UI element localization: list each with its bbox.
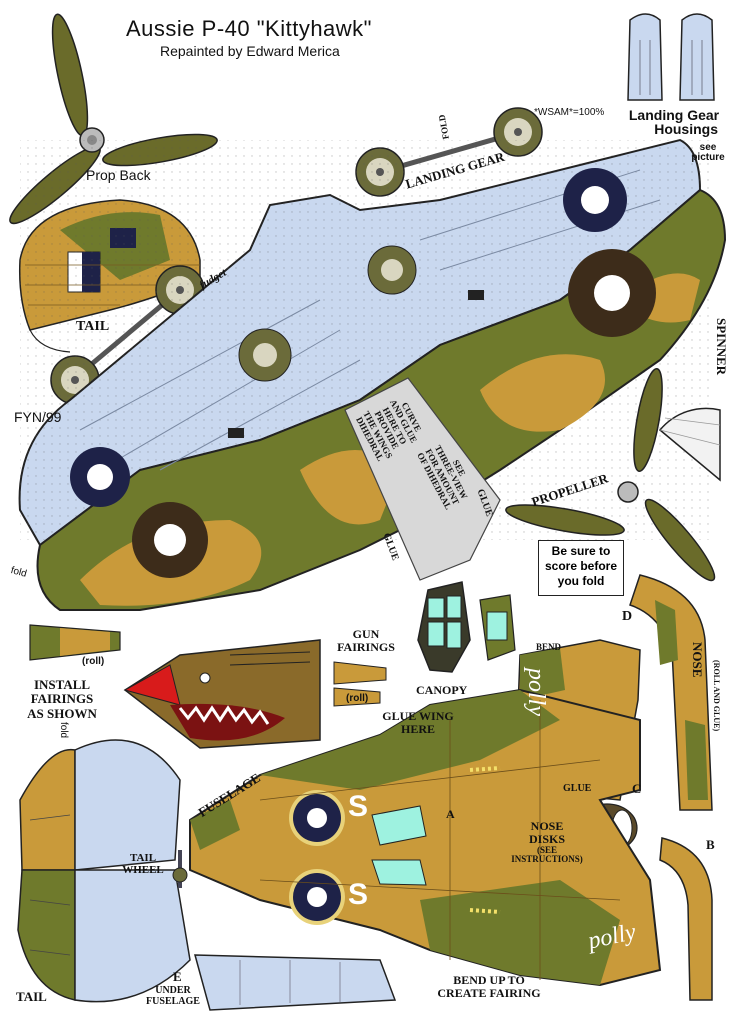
page-title: Aussie P-40 "Kittyhawk" bbox=[126, 16, 372, 41]
polly-nose-art: polly bbox=[523, 668, 549, 716]
gun-fairings-line: GUN bbox=[352, 627, 380, 641]
landing-gear-housings-line-1: Landing Gear bbox=[628, 107, 720, 123]
tail-wheel-line: TAIL bbox=[129, 852, 157, 864]
tail-bottom-label: TAIL bbox=[16, 989, 47, 1004]
spinner-label: SPINNER bbox=[714, 318, 729, 376]
gun-fairings-part bbox=[333, 661, 387, 707]
score-note-line: you fold bbox=[557, 574, 605, 588]
fyn-label: FYN/99 bbox=[14, 409, 62, 425]
nose-disks-line: DISKS bbox=[528, 832, 566, 847]
nose-disks-line: NOSE bbox=[530, 819, 564, 833]
fairing-roll-part bbox=[29, 624, 121, 661]
part-letter-a: A bbox=[446, 807, 455, 821]
see-picture-label: see picture bbox=[688, 143, 728, 163]
main-wing-part bbox=[18, 138, 727, 611]
install-fairings-line: AS SHOWN bbox=[27, 705, 97, 721]
bend-label: BEND bbox=[536, 642, 562, 652]
nose-sub-label: (ROLL AND GLUE) bbox=[712, 660, 721, 732]
tail-top-label: TAIL bbox=[76, 319, 110, 334]
glue-wing-here-label: GLUE WING HERE bbox=[378, 709, 458, 737]
score-note-line: Be sure to bbox=[551, 544, 611, 558]
spinner-part bbox=[658, 407, 721, 482]
part-letter-d: D bbox=[622, 609, 633, 624]
under-fuselage-line: FUSELAGE bbox=[146, 995, 200, 1007]
fuselage-part bbox=[189, 688, 662, 987]
nose-disks-sub-label: (SEE INSTRUCTIONS) bbox=[500, 845, 594, 865]
score-note-box: Be sure to score before you fold bbox=[538, 540, 624, 596]
squadron-code-1: S bbox=[348, 790, 369, 823]
shark-nose-part bbox=[123, 639, 321, 749]
see-picture-line-2: picture bbox=[691, 152, 725, 163]
under-fuselage-line: UNDER bbox=[155, 985, 191, 996]
prop-back-label: Prop Back bbox=[86, 167, 151, 183]
landing-gear-housings-label: Landing Gear Housings bbox=[624, 108, 724, 136]
glue-wing-line: HERE bbox=[400, 722, 435, 737]
score-note-line: score before bbox=[544, 559, 618, 573]
nose-disks-sub-line: INSTRUCTIONS) bbox=[511, 854, 583, 865]
nose-disks-sub-line: (SEE bbox=[536, 845, 557, 855]
squadron-code-2: S bbox=[348, 878, 369, 911]
bend-up-line: BEND UP TO bbox=[453, 973, 525, 987]
roll-label-2: (roll) bbox=[346, 693, 369, 704]
under-fuselage-part bbox=[194, 954, 397, 1011]
fold-tail-label: fold bbox=[58, 722, 69, 739]
nose-part-b bbox=[659, 837, 713, 1001]
nose-disks-label: NOSE DISKS bbox=[512, 819, 582, 847]
tail-bottom-part bbox=[17, 739, 191, 1003]
page-subtitle: Repainted by Edward Merica bbox=[160, 43, 340, 59]
glue-wing-line: GLUE WING bbox=[382, 709, 454, 723]
canopy-label: CANOPY bbox=[416, 683, 468, 697]
glue-nose-label: GLUE bbox=[563, 783, 592, 794]
propeller-part bbox=[505, 368, 716, 582]
wsam-label: *WSAM*=100% bbox=[534, 107, 605, 118]
see-picture-line-1: see bbox=[699, 142, 717, 153]
part-letter-b: B bbox=[706, 837, 715, 852]
part-letter-c: C bbox=[632, 781, 642, 796]
tail-wheel-label: TAIL WHEEL bbox=[118, 852, 168, 876]
bend-up-line: CREATE FAIRING bbox=[437, 986, 541, 1001]
landing-gear-housings-line-2: Housings bbox=[654, 121, 718, 137]
canopy-part bbox=[417, 581, 516, 673]
landing-gear-housings-part bbox=[627, 13, 715, 101]
install-fairings-line: INSTALL bbox=[33, 677, 91, 692]
tail-wheel-part bbox=[172, 850, 188, 888]
gun-fairings-line: FAIRINGS bbox=[337, 640, 395, 655]
part-letter-e: E bbox=[173, 969, 182, 984]
nose-label: NOSE bbox=[690, 642, 705, 678]
roll-label-1: (roll) bbox=[82, 656, 105, 667]
install-fairings-label: INSTALL FAIRINGS AS SHOWN bbox=[12, 677, 112, 721]
bend-up-label: BEND UP TO CREATE FAIRING bbox=[424, 973, 554, 1001]
gun-fairings-label: GUN FAIRINGS bbox=[326, 627, 406, 655]
install-fairings-line: FAIRINGS bbox=[30, 691, 94, 707]
tail-wheel-line: WHEEL bbox=[122, 864, 164, 877]
under-fuselage-label: UNDER FUSELAGE bbox=[140, 985, 206, 1007]
